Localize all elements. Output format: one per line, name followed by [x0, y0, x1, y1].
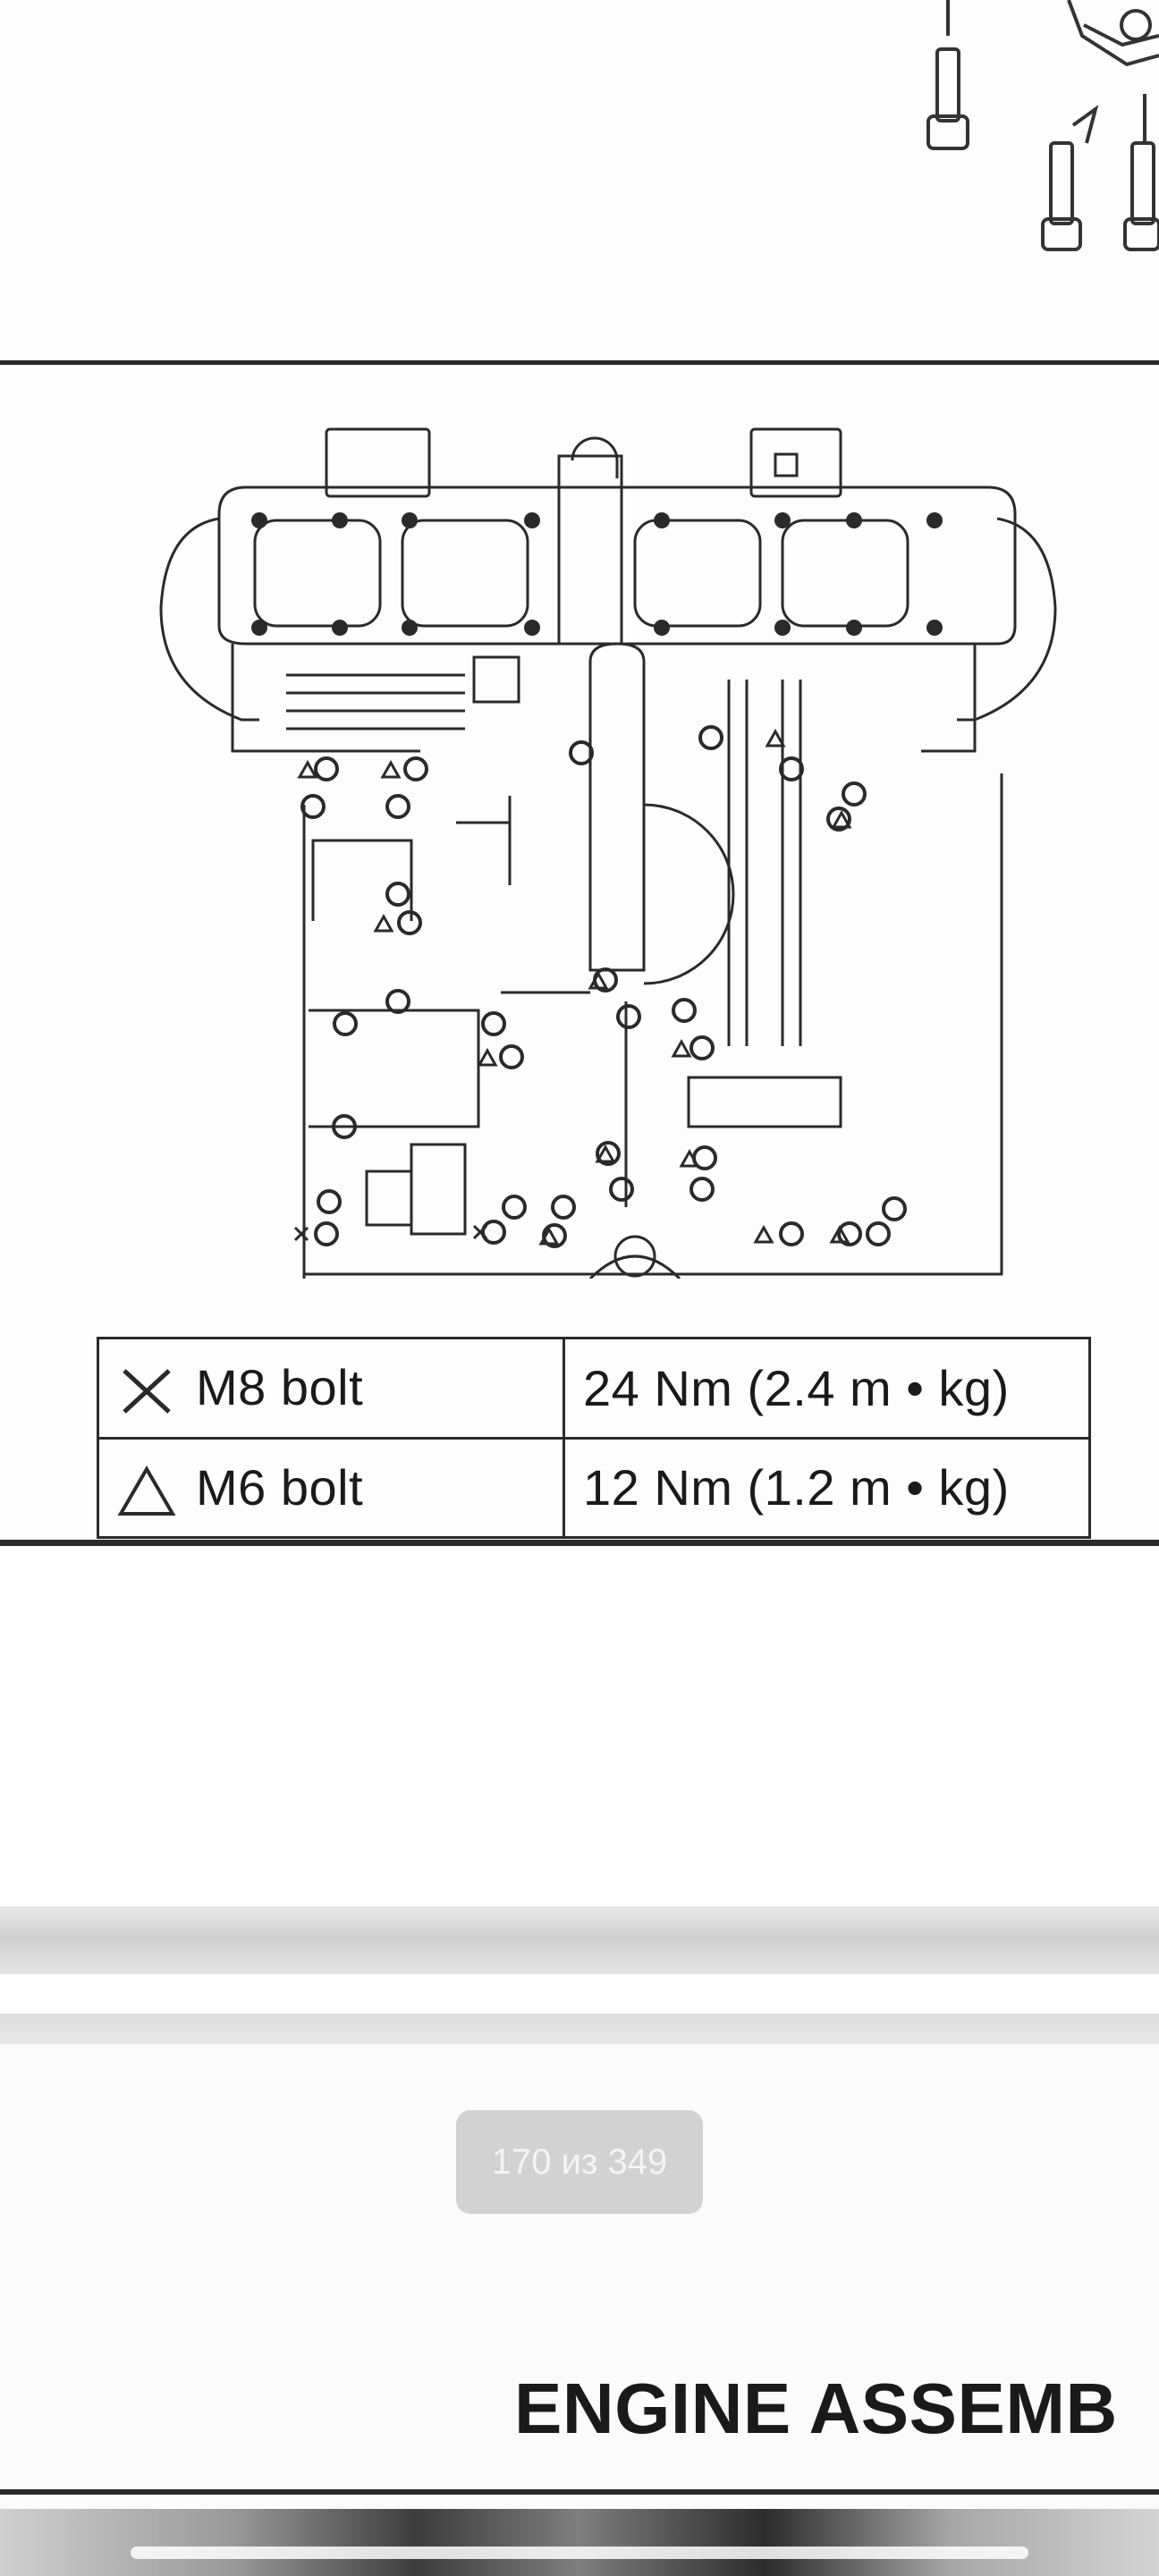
torque-cell: 12 Nm (1.2 m • kg) [563, 1436, 1091, 1539]
cross-icon [123, 1369, 171, 1415]
engine-photo [0, 2509, 1159, 2576]
page-counter-text: 170 из 349 [491, 2141, 668, 2182]
table-row: M8 bolt 24 Nm (2.4 m • kg) [97, 1337, 1091, 1440]
bolt-cell: M6 bolt [97, 1436, 565, 1539]
table-row: M6 bolt 12 Nm (1.2 m • kg) [97, 1436, 1091, 1539]
home-indicator[interactable] [131, 2546, 1028, 2559]
page-counter-badge: 170 из 349 [456, 2110, 703, 2214]
section-divider-top [0, 360, 1159, 365]
torque-cell: 24 Nm (2.4 m • kg) [563, 1337, 1091, 1440]
torque-spec-table: M8 bolt 24 Nm (2.4 m • kg) M6 bolt 12 Nm… [97, 1337, 1091, 1539]
page-gap [0, 1547, 1159, 1905]
bolt-label: M8 bolt [196, 1359, 364, 1416]
page-separator-edge [0, 2014, 1159, 2044]
bolt-label: M6 bolt [196, 1458, 364, 1516]
bolts-illustration [926, 0, 1159, 251]
torque-value: 12 Nm (1.2 m • kg) [583, 1459, 1010, 1516]
torque-value: 24 Nm (2.4 m • kg) [583, 1359, 1010, 1416]
bolt-cell: M8 bolt [97, 1337, 565, 1440]
next-page-section-title: ENGINE ASSEMB [514, 2369, 1118, 2448]
triangle-icon [117, 1465, 176, 1516]
crankcase-bolt-diagram [159, 427, 1057, 1279]
document-page-upper: M8 bolt 24 Nm (2.4 m • kg) M6 bolt 12 Nm… [0, 0, 1159, 1547]
title-underline [0, 2489, 1159, 2495]
section-divider-bottom [0, 1540, 1159, 1546]
page-separator-shadow [0, 1906, 1159, 1974]
